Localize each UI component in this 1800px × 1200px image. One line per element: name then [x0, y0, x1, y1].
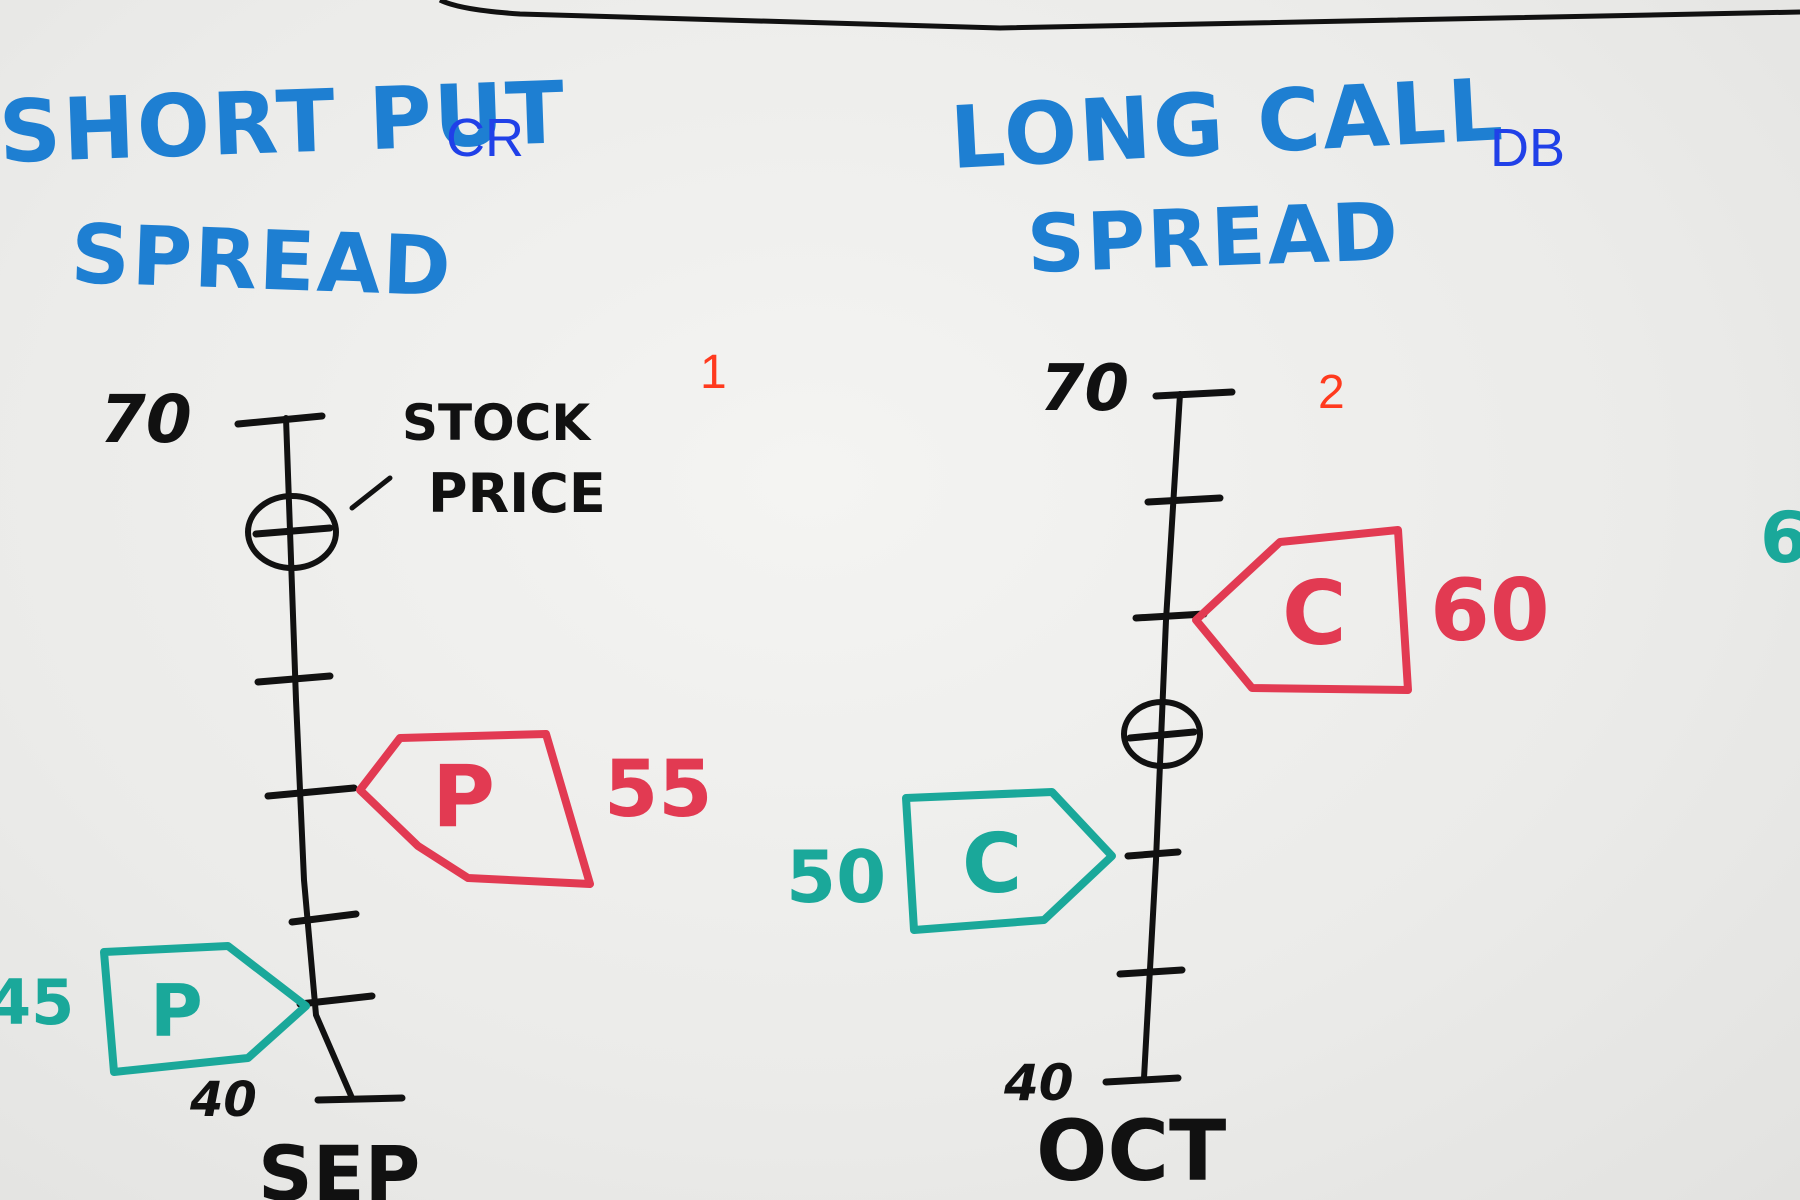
left-long-put-tag [100, 942, 310, 1076]
right-type-label: DB [1490, 118, 1565, 178]
left-short-put-tag [356, 730, 594, 888]
left-bottom-strike-label: 40 [189, 1072, 257, 1128]
left-axis-tick [234, 412, 326, 428]
left-stock-price-marker [245, 493, 339, 571]
left-long-put-strike: 45 [0, 966, 74, 1039]
left-axis-tick [254, 672, 334, 686]
left-stock-price-marker-bar [252, 524, 334, 538]
left-title-line2: SPREAD [69, 207, 454, 315]
left-axis-tick [288, 910, 360, 926]
right-panel: LONG CALL SPREAD DB 2 70 40 C 60 C 50 OC… [786, 60, 1565, 1200]
left-axis-tick [314, 1094, 406, 1104]
left-short-put-letter: P [432, 747, 495, 847]
left-axis-tick [264, 784, 358, 800]
left-top-strike-label: 70 [100, 381, 192, 458]
right-stock-price-marker-bar [1126, 728, 1198, 742]
right-top-strike-label: 70 [1040, 352, 1129, 426]
right-axis-tick [1116, 966, 1186, 978]
left-type-label: CR [446, 108, 524, 168]
left-axis-tick [296, 992, 376, 1008]
right-short-call-tag [1192, 526, 1412, 694]
right-long-call-tag [902, 788, 1116, 934]
left-panel: SHORT PUT SPREAD CR 1 70 40 STOCK PRICE … [0, 63, 727, 1200]
left-expiry-label: SEP [258, 1129, 420, 1200]
right-title-line2: SPREAD [1025, 185, 1401, 291]
right-axis-tick [1144, 494, 1224, 506]
right-axis-tick [1124, 848, 1182, 860]
left-stock-price-pointer [349, 475, 393, 511]
right-short-call-strike: 60 [1430, 561, 1550, 661]
top-frame-line [438, 0, 1800, 31]
right-bottom-strike-label: 40 [1003, 1054, 1074, 1112]
left-short-put-strike: 55 [604, 745, 713, 835]
right-long-call-strike: 50 [786, 835, 886, 919]
edge-digit: 6 [1760, 497, 1800, 579]
right-title-line1: LONG CALL [948, 60, 1507, 189]
left-panel-number: 1 [700, 346, 727, 399]
right-axis-tick [1152, 388, 1236, 400]
right-axis-tick [1102, 1074, 1182, 1086]
left-long-put-letter: P [150, 969, 203, 1053]
left-stock-price-label-line2: PRICE [428, 462, 606, 525]
right-stock-price-marker [1121, 699, 1203, 769]
right-long-call-letter: C [962, 817, 1022, 912]
left-title-line1: SHORT PUT [0, 63, 568, 183]
right-short-call-letter: C [1282, 562, 1347, 665]
right-expiry-label: OCT [1036, 1102, 1226, 1200]
right-panel-number: 2 [1318, 366, 1345, 419]
left-stock-price-label-line1: STOCK [402, 394, 592, 452]
right-axis-tick [1132, 610, 1208, 622]
left-strike-axis [283, 415, 355, 1101]
